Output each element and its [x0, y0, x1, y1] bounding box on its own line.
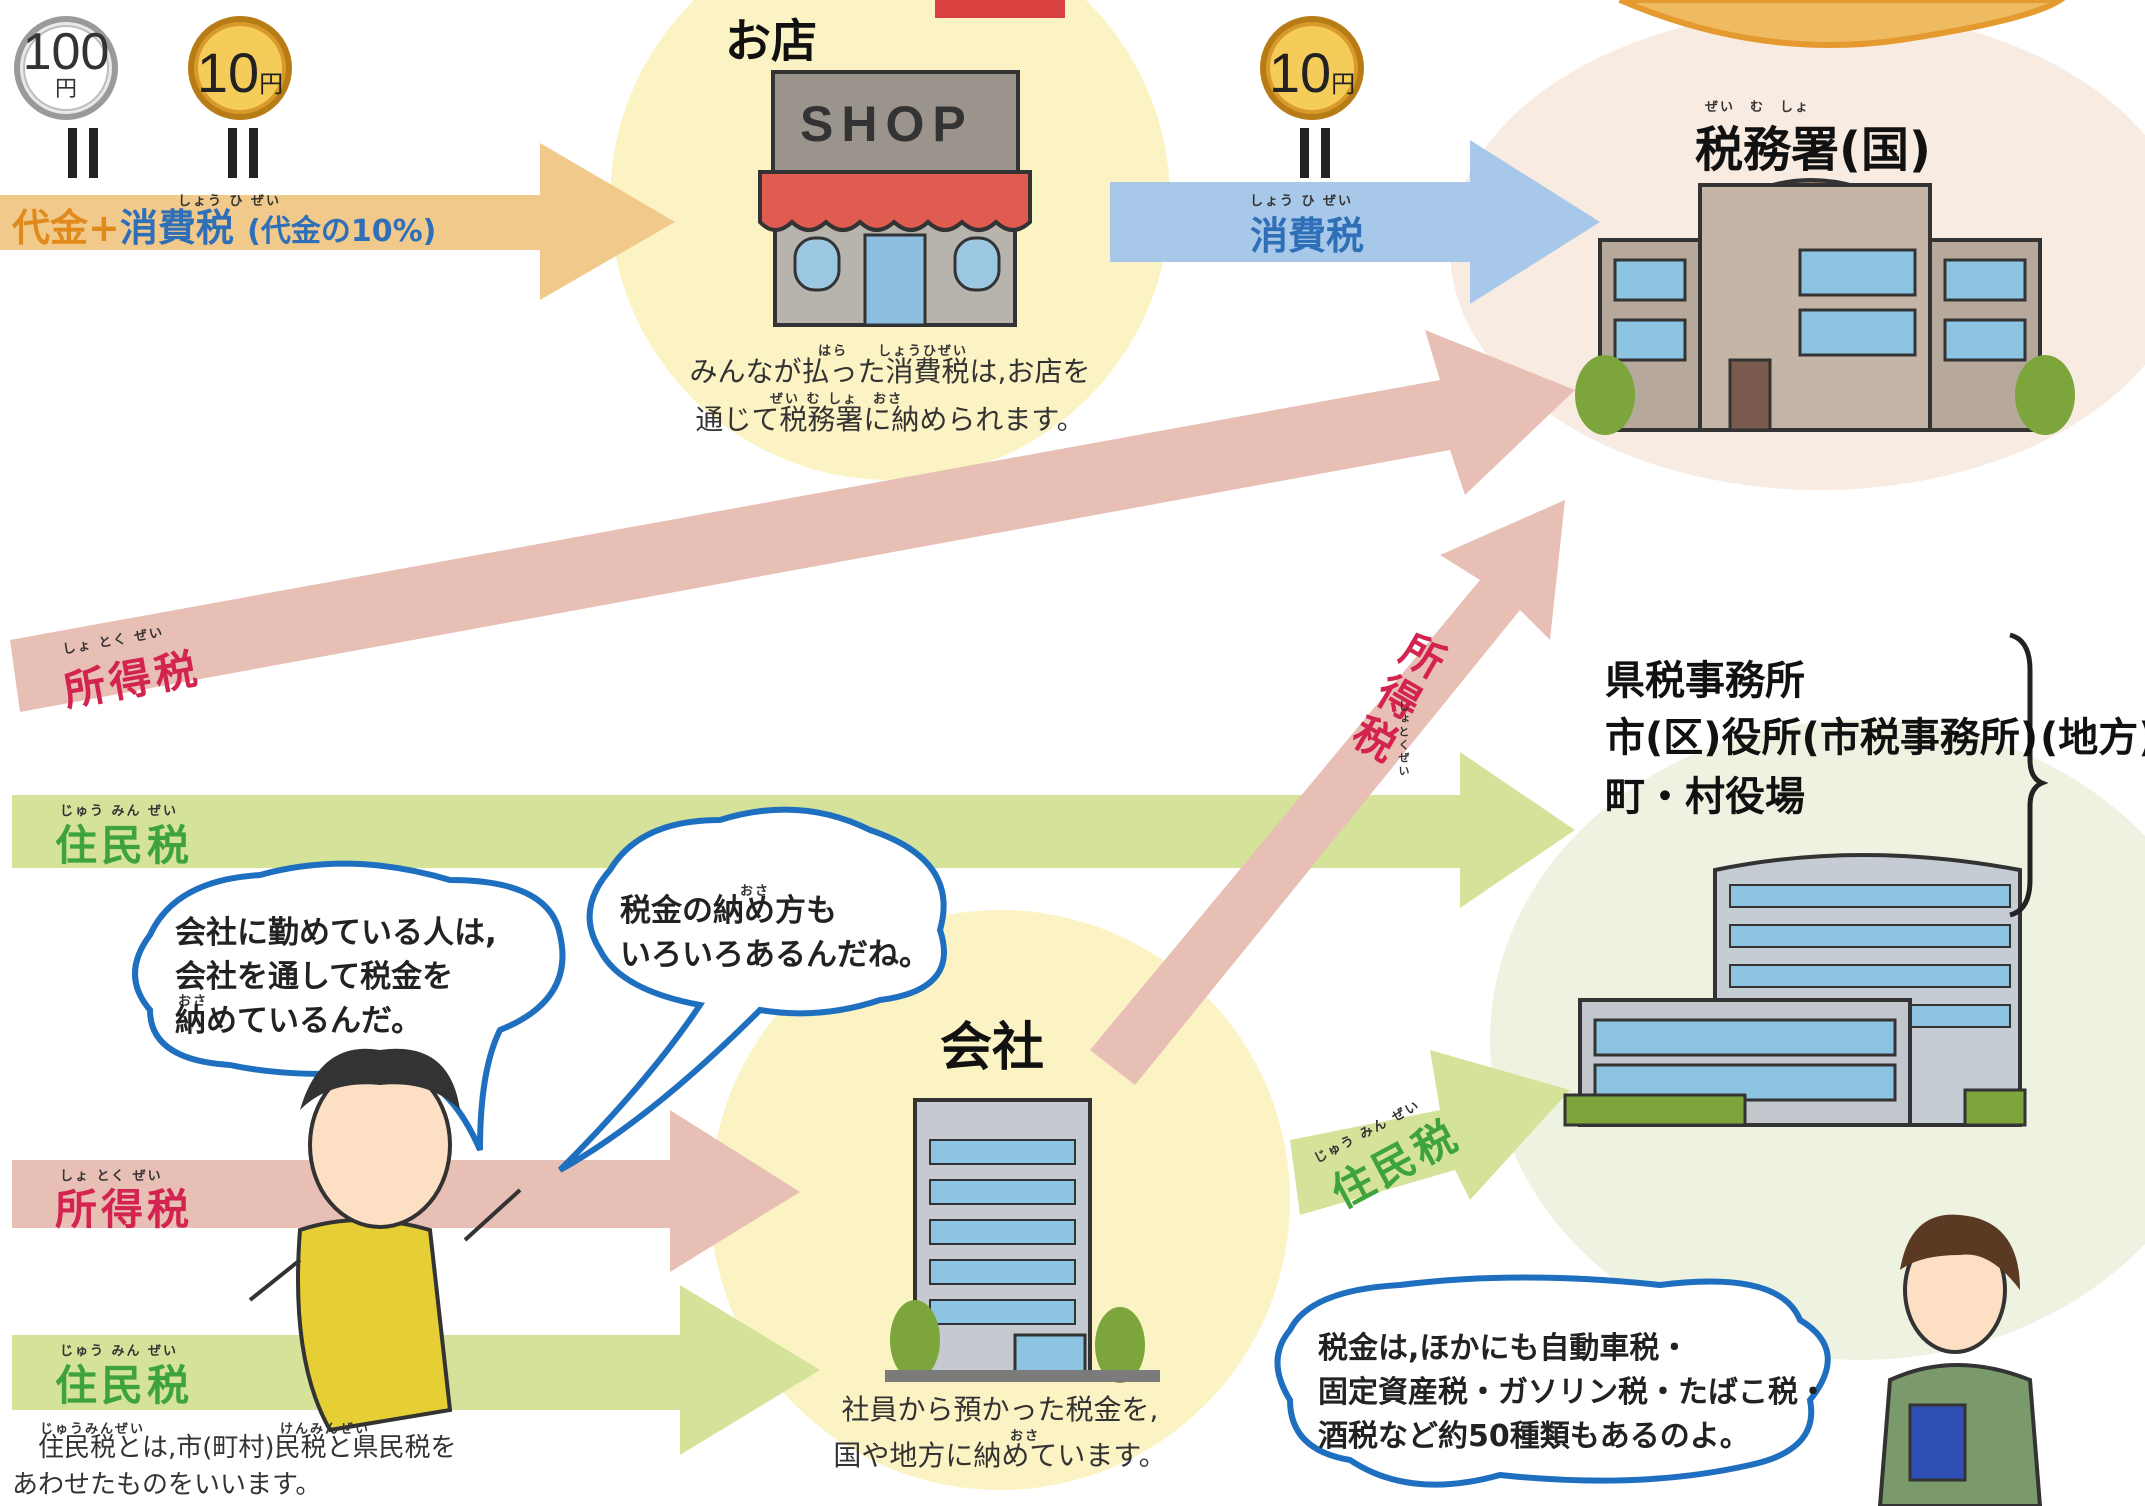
coin-10-left-label: 10円: [190, 40, 290, 105]
shop-caption-line1: みんなが払った消費税は,お店を: [689, 355, 1091, 388]
equals-icon: [228, 128, 260, 178]
boy-bubble-line2: 会社を通して税金を: [175, 959, 454, 995]
resident-tax-bottom-ruby: じゅう みん ぜい: [60, 1344, 179, 1359]
resident-tax-bottom-label: 住民税: [55, 1361, 194, 1410]
company-income-tax-ruby: しょとくぜい: [1397, 700, 1410, 778]
middle-bubble-ruby: おさ: [740, 884, 771, 899]
woman-character-icon: [1877, 1214, 2043, 1506]
coin-10-right-icon: [1260, 16, 1364, 120]
local-line1: 県税事務所: [1605, 658, 1805, 704]
tax-office-title: 税務署(国): [1695, 122, 1931, 178]
plus-sign: +: [88, 206, 120, 250]
company-caption-line1: 社員から預かった税金を,: [841, 1393, 1159, 1426]
shop-title: お店: [725, 14, 817, 68]
tax-office-ruby: ぜい む しょ: [1705, 100, 1811, 115]
payment-label: 代金+消費税 (代金の10%): [12, 205, 436, 255]
arrow-consumption-tax: [1110, 140, 1600, 304]
local-office-building-icon: [1563, 853, 2027, 1127]
company-title: 会社: [940, 1018, 1045, 1078]
shop-caption-ruby-2: ぜい む しょ おさ: [770, 392, 904, 407]
woman-speech-bubble-icon: [1274, 1274, 1831, 1488]
woman-bubble-line3: 酒税など約50種類もあるのよ。: [1318, 1419, 1750, 1454]
shop-building-icon: [758, 70, 1032, 327]
shop-tax-label: 消費税: [1250, 214, 1365, 258]
resident-tax-mid-label: 住民税: [55, 821, 194, 870]
coin-100-label: 100 円: [16, 26, 116, 100]
top-right-decoration: [1618, 0, 2066, 48]
equals-icon: [1300, 128, 1332, 178]
middle-speech-bubble-icon: [557, 806, 947, 1173]
arrow-payment: [0, 143, 675, 300]
coin-10-right-unit: 円: [1331, 71, 1356, 98]
woman-bubble-line2: 固定資産税・ガソリン税・たばこ税・: [1318, 1375, 1828, 1410]
footnote-line1: 住民税とは,市(町村)民税と県民税を: [38, 1433, 457, 1463]
boy-character-icon: [248, 1048, 522, 1433]
boy-speech-bubble-icon: [132, 860, 566, 1152]
coin-10-left-icon: [188, 16, 292, 120]
equals-icon: [68, 128, 100, 178]
local-line2: 市(区)役所(市税事務所): [1605, 715, 2039, 761]
woman-bubble-line1: 税金は,ほかにも自動車税・: [1318, 1331, 1690, 1366]
coin-100-icon: [14, 16, 118, 120]
company-building-icon: [885, 1098, 1160, 1383]
shop-tax-ruby: しょう ひ ぜい: [1250, 194, 1354, 209]
coin-100-unit: 円: [54, 76, 77, 101]
coin-10-right-label: 10円: [1262, 40, 1362, 105]
local-line3: 町・村役場: [1605, 774, 1805, 820]
shohizei-ruby: しょう ひ ぜい: [178, 194, 282, 209]
shop-sign: SHOP: [800, 96, 974, 152]
shop-caption-ruby-1: はら しょうひぜい: [818, 344, 969, 359]
boy-bubble-ruby: おさ: [178, 994, 209, 1009]
local-bracket-label: (地方): [2040, 715, 2145, 761]
arrow-income-tax-top: [10, 330, 1575, 712]
shohizei-label: 消費税: [119, 206, 234, 250]
coin-10-left-unit: 円: [259, 71, 284, 98]
footnote-line2: あわせたものをいいます。: [12, 1470, 322, 1500]
coin-10-right-value: 10: [1268, 41, 1332, 104]
top-shop-roof-decoration: [935, 0, 1065, 18]
income-tax-bottom-ruby: しょ とく ぜい: [60, 1169, 163, 1184]
boy-bubble-line3: 納めているんだ。: [175, 1003, 423, 1039]
tax-office-building-icon: [1575, 178, 2075, 435]
daikin-label: 代金: [12, 206, 89, 250]
company-caption-line2: 国や地方に納めています。: [833, 1439, 1167, 1472]
payment-note: (代金の10%): [247, 214, 437, 249]
shop-caption-line2: 通じて税務署に納められます。: [695, 403, 1085, 436]
coin-100-value: 100: [22, 23, 110, 81]
arrow-company-resident-tax: [1290, 1050, 1570, 1215]
boy-bubble-line1: 会社に勤めている人は,: [175, 915, 497, 951]
local-bracket: [2009, 632, 2049, 918]
resident-tax-mid-ruby: じゅう みん ぜい: [60, 804, 179, 819]
middle-bubble-line2: いろいろあるんだね。: [620, 937, 930, 973]
company-caption-ruby: おさ: [1010, 1429, 1041, 1444]
income-tax-bottom-label: 所得税: [55, 1185, 194, 1234]
middle-bubble-line1: 税金の納め方も: [620, 893, 837, 929]
footnote-ruby: じゅうみんぜい けんみんぜい: [40, 1422, 371, 1437]
arrow-company-income-tax: [1090, 500, 1565, 1085]
coin-10-left-value: 10: [196, 41, 260, 104]
